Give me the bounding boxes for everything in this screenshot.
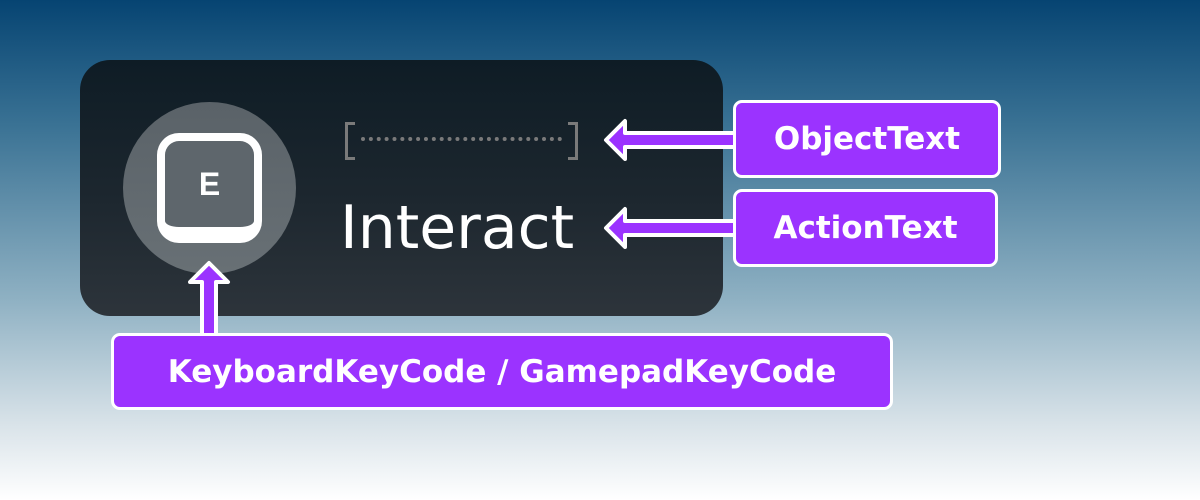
key-label: E [198,165,221,202]
object-text-label: ObjectText [733,100,1001,178]
dotted-line [361,137,562,141]
action-text-label: ActionText [733,189,998,267]
object-text-placeholder [345,122,578,160]
right-bracket [568,122,578,160]
left-bracket [345,122,355,160]
object-text-arrow [604,119,737,161]
action-text-arrow [604,207,737,249]
key-code-label: KeyboardKeyCode / GamepadKeyCode [111,333,893,410]
key-code-arrow [188,261,230,338]
action-text: Interact [340,193,575,263]
key-icon: E [157,133,262,243]
